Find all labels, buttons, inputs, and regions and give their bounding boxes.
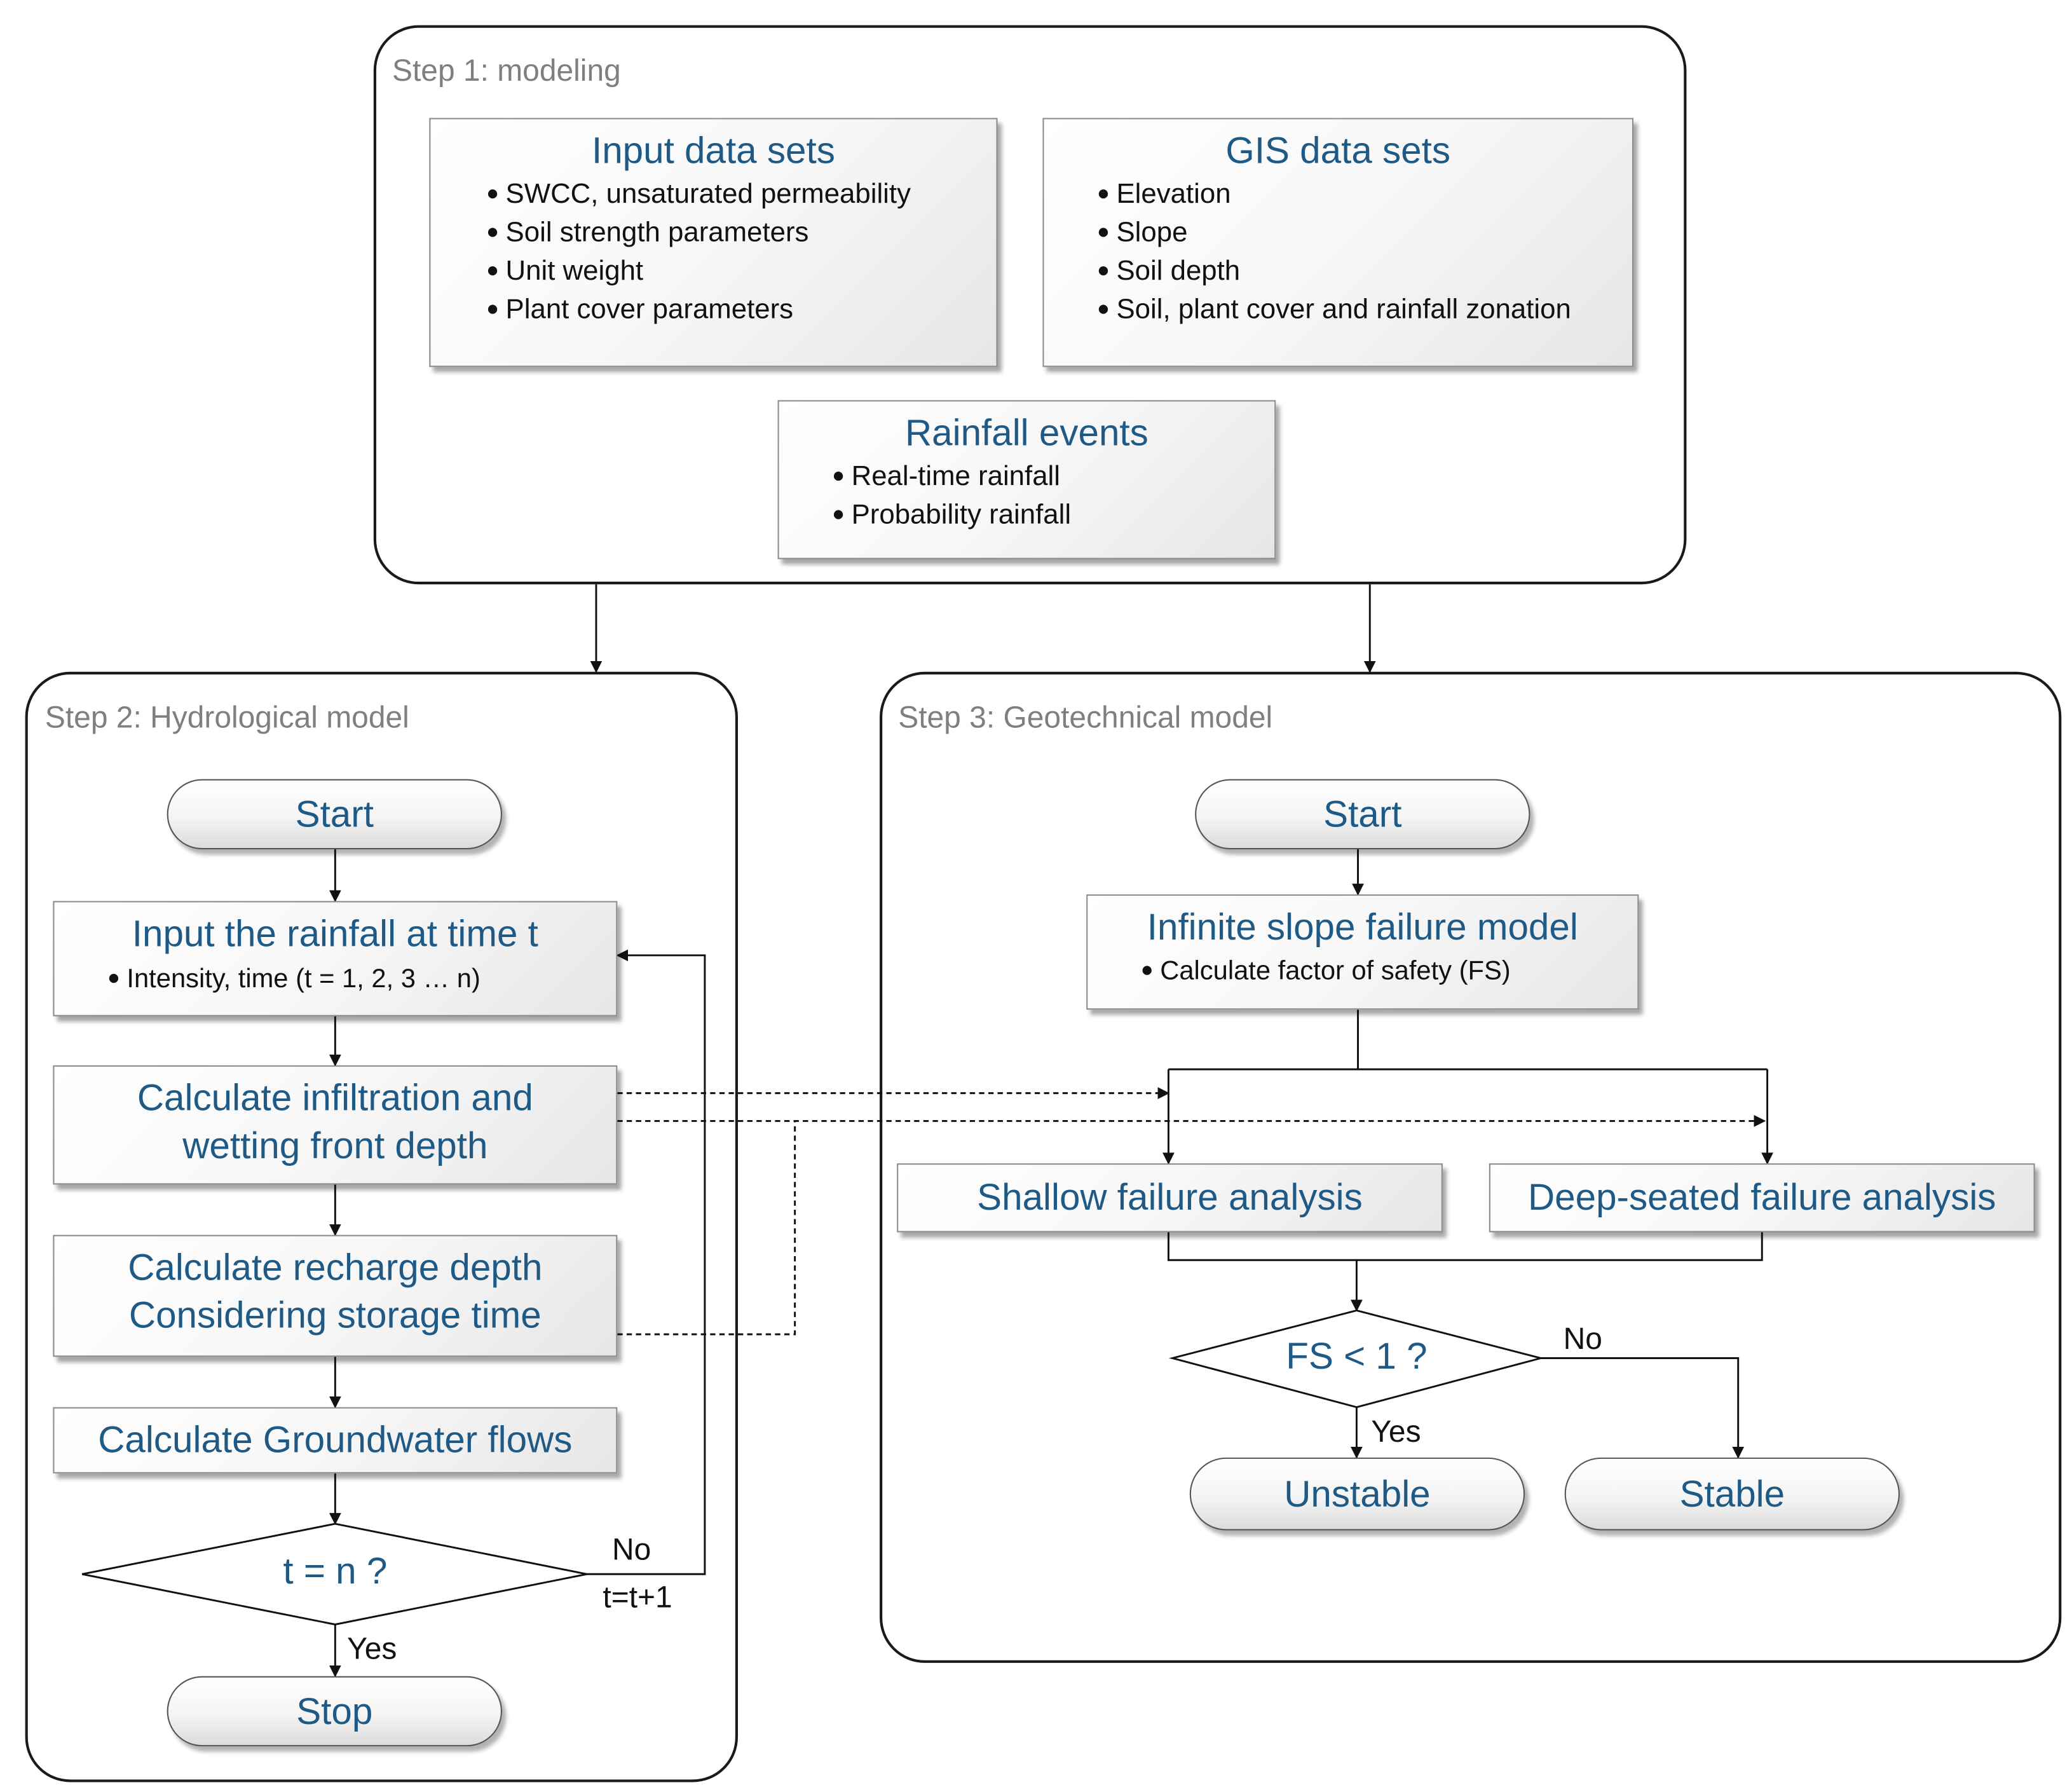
step1-label: Step 1: modeling xyxy=(392,53,621,88)
step3-no-label: No xyxy=(1563,1321,1602,1356)
step3-yes-label: Yes xyxy=(1371,1414,1421,1449)
list-item: ●Slope xyxy=(1096,217,1188,248)
gis-data-sets-box: GIS data sets ●Elevation ●Slope ●Soil de… xyxy=(1042,118,1634,367)
deep-failure-box: Deep-seated failure analysis xyxy=(1489,1163,2035,1233)
step3-start: Start xyxy=(1195,779,1530,850)
recharge-line1: Calculate recharge depth xyxy=(128,1247,543,1289)
rainfall-events-list: ●Real-time rainfall ●Probability rainfal… xyxy=(832,458,1071,535)
infinite-slope-title: Infinite slope failure model xyxy=(1147,906,1578,948)
unstable-terminal: Unstable xyxy=(1189,1457,1525,1531)
list-item: ●Soil strength parameters xyxy=(486,217,809,248)
step2-stop: Stop xyxy=(167,1676,502,1747)
step2-yes-label: Yes xyxy=(347,1631,397,1666)
merge-line xyxy=(1167,1232,1763,1261)
stable-terminal: Stable xyxy=(1564,1457,1900,1531)
rainfall-events-box: Rainfall events ●Real-time rainfall ●Pro… xyxy=(777,400,1276,559)
step2-increment-label: t=t+1 xyxy=(603,1579,672,1614)
shallow-failure-title: Shallow failure analysis xyxy=(977,1176,1363,1218)
input-rainfall-box: Input the rainfall at time t ●Intensity,… xyxy=(53,901,618,1016)
gis-data-sets-list: ●Elevation ●Slope ●Soil depth ●Soil, pla… xyxy=(1097,176,1571,330)
list-item: ●SWCC, unsaturated permeability xyxy=(486,179,911,210)
recharge-line2: Considering storage time xyxy=(128,1294,542,1336)
step2-start: Start xyxy=(167,779,502,850)
dashed-recharge-to-flow xyxy=(617,1121,796,1336)
shallow-failure-box: Shallow failure analysis xyxy=(897,1163,1443,1233)
step2-decision-text: t = n ? xyxy=(283,1550,388,1592)
groundwater-box: Calculate Groundwater flows xyxy=(53,1407,618,1474)
step3-label: Step 3: Geotechnical model xyxy=(898,699,1273,734)
infiltration-box: Calculate infiltration and wetting front… xyxy=(53,1065,618,1185)
infiltration-line2: wetting front depth xyxy=(182,1125,488,1166)
list-item: ●Probability rainfall xyxy=(832,499,1072,530)
step2-label: Step 2: Hydrological model xyxy=(44,699,409,734)
infiltration-line1: Calculate infiltration and xyxy=(137,1077,533,1119)
list-item: ●Plant cover parameters xyxy=(486,294,794,325)
infinite-slope-box: Infinite slope failure model ●Calculate … xyxy=(1086,894,1639,1010)
input-data-sets-list: ●SWCC, unsaturated permeability ●Soil st… xyxy=(486,176,911,330)
list-item: ●Soil, plant cover and rainfall zonation xyxy=(1096,294,1571,325)
decision-diamond-step2 xyxy=(81,1522,587,1625)
input-rainfall-list: ●Intensity, time (t = 1, 2, 3 … n) xyxy=(107,962,481,999)
input-rainfall-title: Input the rainfall at time t xyxy=(132,913,538,954)
input-data-sets-title: Input data sets xyxy=(592,130,835,171)
list-item: ●Intensity, time (t = 1, 2, 3 … n) xyxy=(107,964,481,994)
step2-no-label: No xyxy=(611,1531,651,1566)
decision-diamond-step3 xyxy=(1168,1309,1544,1409)
step3-decision-text: FS < 1 ? xyxy=(1286,1336,1428,1377)
list-item: ●Real-time rainfall xyxy=(832,461,1061,492)
list-item: ●Elevation xyxy=(1096,179,1231,210)
recharge-box: Calculate recharge depth Considering sto… xyxy=(53,1235,618,1357)
list-item: ●Calculate factor of safety (FS) xyxy=(1140,956,1511,986)
input-data-sets-box: Input data sets ●SWCC, unsaturated perme… xyxy=(429,118,998,367)
list-item: ●Soil depth xyxy=(1096,256,1241,287)
list-item: ●Unit weight xyxy=(486,256,644,287)
gis-data-sets-title: GIS data sets xyxy=(1225,130,1451,171)
infinite-slope-list: ●Calculate factor of safety (FS) xyxy=(1141,954,1511,991)
rainfall-events-title: Rainfall events xyxy=(905,412,1148,453)
loop-back-line xyxy=(587,949,706,1575)
arrow-decision-to-stable xyxy=(1541,1357,1745,1459)
deep-failure-title: Deep-seated failure analysis xyxy=(1528,1176,1996,1218)
groundwater-title: Calculate Groundwater flows xyxy=(98,1419,573,1461)
